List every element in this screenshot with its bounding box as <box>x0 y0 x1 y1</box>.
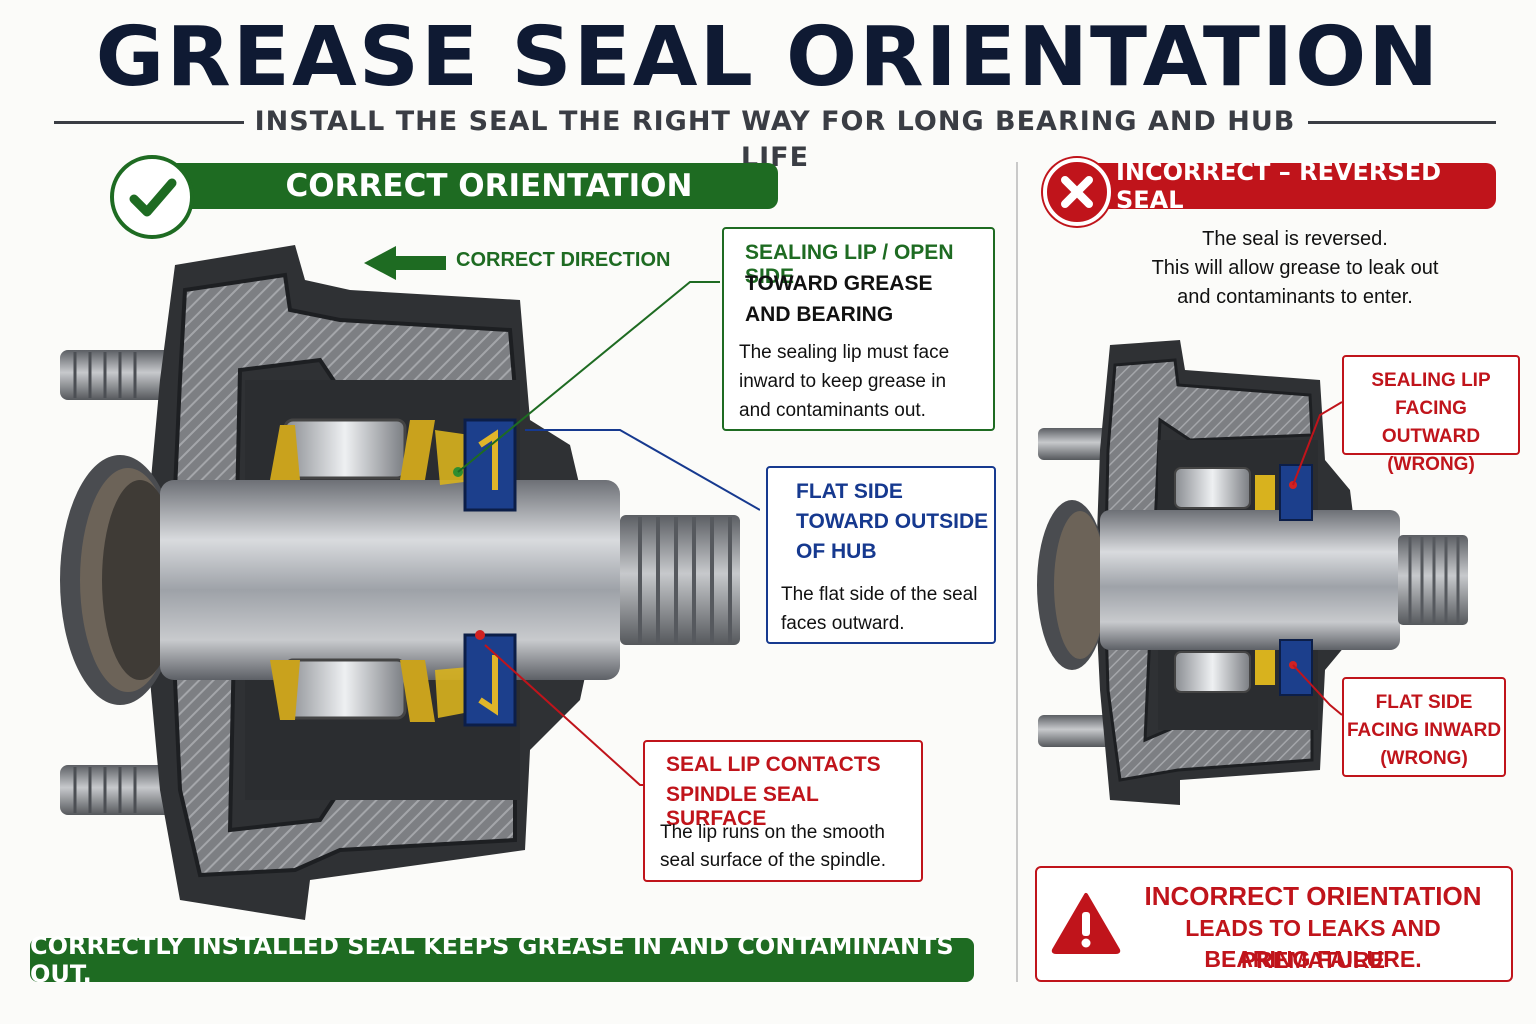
correct-footer-label: CORRECTLY INSTALLED SEAL KEEPS GREASE IN… <box>30 932 954 988</box>
subtitle-rule-right <box>1308 121 1496 124</box>
callout-lip-wrong: SEALING LIP FACING OUTWARD (WRONG) <box>1342 355 1520 475</box>
callout-flat-wrong-3: (WRONG) <box>1380 748 1468 769</box>
warning-line-2: LEADS TO LEAKS AND PREMATURE <box>1185 915 1441 973</box>
incorrect-desc-1: The seal is reversed. <box>1202 228 1388 250</box>
callout-flat-wrong: FLAT SIDE FACING INWARD (WRONG) <box>1342 677 1506 777</box>
x-circle-icon <box>1043 158 1111 226</box>
callout-flat-wrong-1: FLAT SIDE <box>1375 692 1473 713</box>
page-title: GREASE SEAL ORIENTATION <box>95 10 1441 105</box>
warning-line-1: INCORRECT ORIENTATION <box>1144 881 1482 911</box>
incorrect-hub-illustration <box>1037 340 1468 805</box>
callout-contact-body-1: The lip runs on the smooth <box>660 822 885 843</box>
page-subtitle: INSTALL THE SEAL THE RIGHT WAY FOR LONG … <box>254 106 1296 173</box>
correct-banner: CORRECT ORIENTATION <box>160 163 778 209</box>
callout-lip-heading: SEALING LIP / OPEN SIDE <box>745 241 954 288</box>
callout-contact-heading-1: SEAL LIP CONTACTS <box>666 753 881 776</box>
warning-triangle-icon <box>1051 893 1121 954</box>
direction-label: CORRECT DIRECTION <box>456 249 671 271</box>
callout-lip-body-2: inward to keep grease in <box>739 371 947 392</box>
incorrect-desc-3: and contaminants to enter. <box>1177 286 1413 308</box>
callout-lip-body-1: The sealing lip must face <box>739 342 950 363</box>
callout-sealing-lip: SEALING LIP / OPEN SIDE TOWARD GREASE AN… <box>722 227 995 431</box>
incorrect-desc-2: This will allow grease to leak out <box>1151 257 1439 279</box>
callout-lip-body-3: and contaminants out. <box>739 400 926 421</box>
warning-box: INCORRECT ORIENTATION LEADS TO LEAKS AND… <box>1035 866 1513 982</box>
callout-flat-body-1: The flat side of the seal <box>781 584 978 605</box>
callout-contact-heading-2: SPINDLE SEAL SURFACE <box>666 783 819 830</box>
correct-footer-banner: CORRECTLY INSTALLED SEAL KEEPS GREASE IN… <box>30 932 974 988</box>
callout-lip-wrong-3: (WRONG) <box>1387 454 1475 475</box>
subtitle-rule-left <box>54 121 244 124</box>
incorrect-banner: INCORRECT – REVERSED SEAL <box>1086 158 1496 214</box>
correct-banner-label: CORRECT ORIENTATION <box>285 168 693 204</box>
correct-hub-illustration <box>60 245 760 920</box>
callout-flat-side: FLAT SIDE TOWARD OUTSIDE OF HUB The flat… <box>766 466 996 644</box>
callout-contact-body-2: seal surface of the spindle. <box>660 850 887 871</box>
callout-flat-heading-3: OF HUB <box>796 540 877 563</box>
incorrect-banner-label: INCORRECT – REVERSED SEAL <box>1116 158 1442 214</box>
callout-lip-wrong-1: SEALING LIP <box>1371 370 1491 391</box>
callout-lip-sub-1: TOWARD GREASE <box>745 272 933 295</box>
callout-seal-contact: SEAL LIP CONTACTS SPINDLE SEAL SURFACE T… <box>643 740 923 882</box>
callout-flat-heading-2: TOWARD OUTSIDE <box>796 510 989 533</box>
warning-line-3: BEARING FAILURE. <box>1204 946 1422 972</box>
callout-flat-heading-1: FLAT SIDE <box>796 480 903 503</box>
callout-lip-sub-2: AND BEARING <box>745 303 894 326</box>
check-circle-icon <box>110 155 194 239</box>
callout-lip-wrong-2: FACING OUTWARD <box>1381 398 1481 447</box>
callout-flat-body-2: faces outward. <box>781 613 905 634</box>
left-arrow-icon <box>364 246 446 280</box>
section-divider <box>1016 162 1018 982</box>
callout-flat-wrong-2: FACING INWARD <box>1346 720 1502 741</box>
